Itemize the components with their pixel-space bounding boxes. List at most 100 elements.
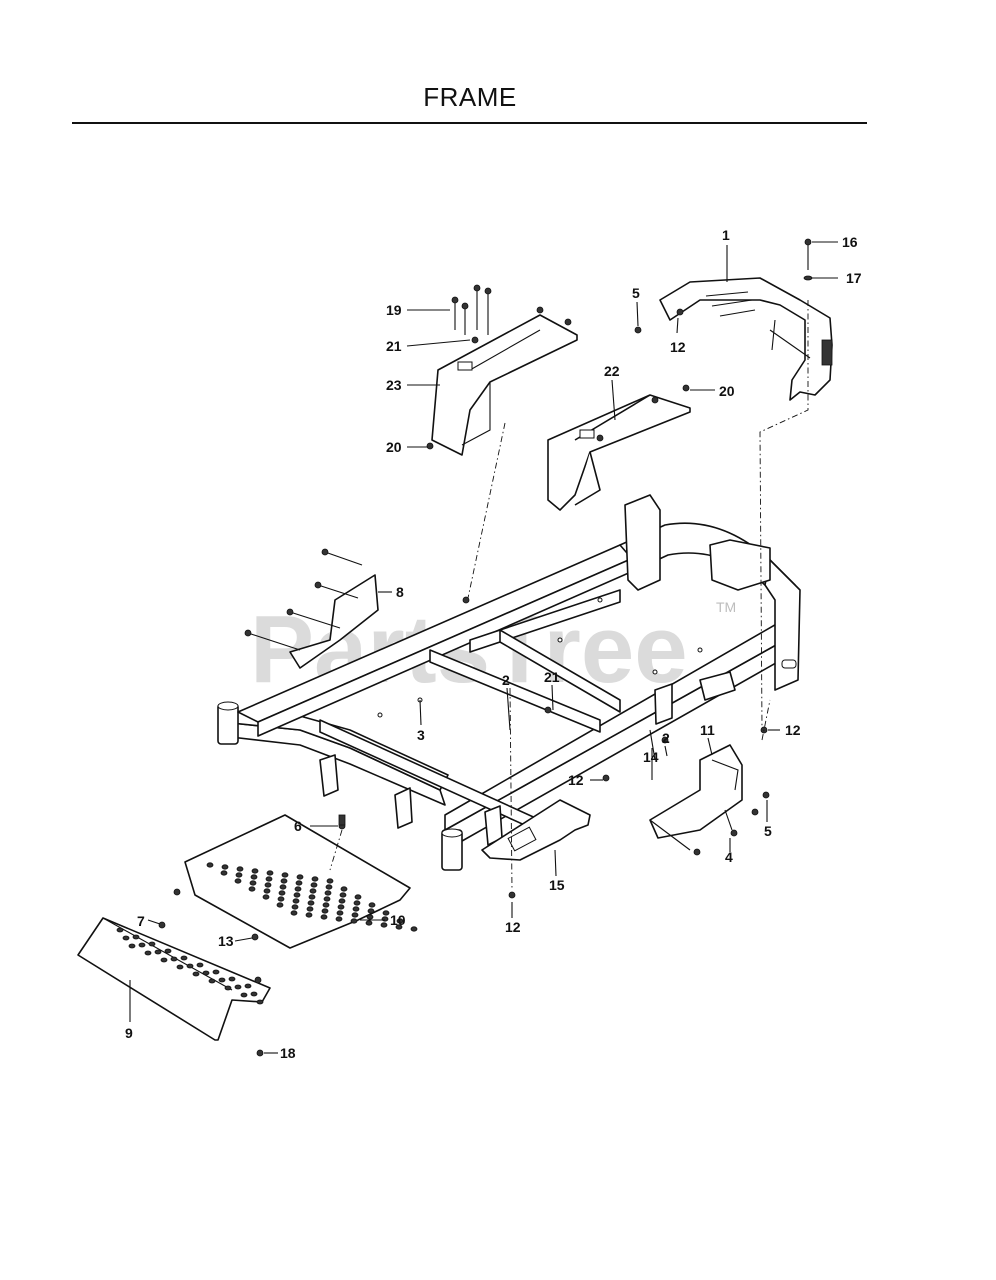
perforation-hole — [235, 872, 243, 878]
perforation-hole — [264, 882, 272, 888]
perforation-hole — [309, 888, 317, 894]
perforation-hole — [326, 878, 334, 884]
perforation-hole — [380, 922, 388, 928]
callout-7: 7 — [137, 913, 145, 929]
callout-23: 23 — [386, 377, 402, 393]
callout-22: 22 — [604, 363, 620, 379]
perforation-hole — [262, 894, 270, 900]
main-frame — [217, 494, 801, 871]
perforation-hole — [340, 886, 348, 892]
perforation-hole — [339, 892, 347, 898]
callout-20a: 20 — [386, 439, 402, 455]
perforation-hole — [196, 962, 204, 968]
title-rule — [72, 122, 867, 124]
perforation-hole — [365, 920, 373, 926]
perforation-hole — [180, 955, 188, 961]
perforation-hole — [310, 882, 318, 888]
callout-2b: 2 — [662, 730, 670, 746]
callout-12b: 12 — [785, 722, 801, 738]
perforation-hole — [192, 971, 200, 977]
callout-3: 3 — [417, 727, 425, 743]
perforation-hole — [336, 910, 344, 916]
perforation-hole — [251, 868, 259, 874]
perforation-hole — [325, 884, 333, 890]
perforation-hole — [176, 964, 184, 970]
perforation-hole — [160, 957, 168, 963]
perforation-hole — [279, 884, 287, 890]
perforation-hole — [337, 904, 345, 910]
perforation-hole — [350, 918, 358, 924]
callout-12c: 12 — [568, 772, 584, 788]
perforation-hole — [293, 892, 301, 898]
perforation-hole — [306, 906, 314, 912]
perforation-hole — [250, 991, 258, 997]
perforation-hole — [307, 900, 315, 906]
perforation-hole — [410, 926, 418, 932]
callout-4: 4 — [725, 849, 733, 865]
callout-12a: 12 — [670, 339, 686, 355]
perforation-hole — [323, 896, 331, 902]
perforation-hole — [366, 914, 374, 920]
perforation-hole — [295, 880, 303, 886]
perforation-hole — [170, 956, 178, 962]
perforation-hole — [186, 963, 194, 969]
perforation-hole — [221, 864, 229, 870]
part-8-side-plate — [244, 548, 379, 669]
perforation-hole — [277, 896, 285, 902]
bolt-16-washer-17 — [803, 238, 813, 281]
perforation-hole — [256, 999, 264, 1005]
callout-21a: 21 — [386, 338, 402, 354]
perforation-hole — [335, 916, 343, 922]
perforation-hole — [294, 886, 302, 892]
perforation-hole — [202, 970, 210, 976]
perforation-hole — [265, 876, 273, 882]
perforation-hole — [212, 969, 220, 975]
perforation-hole — [281, 872, 289, 878]
perforation-hole — [208, 978, 216, 984]
perforation-hole — [138, 942, 146, 948]
perforation-hole — [354, 894, 362, 900]
callout-labels: 1 2 2 3 4 5 5 6 7 8 9 10 11 12 12 12 12 … — [125, 227, 862, 1061]
alignment-lines — [329, 300, 809, 891]
perforation-hole — [132, 934, 140, 940]
callout-19: 19 — [386, 302, 402, 318]
callout-8: 8 — [396, 584, 404, 600]
perforation-hole — [352, 906, 360, 912]
perforation-hole — [234, 878, 242, 884]
perforation-hole — [324, 890, 332, 896]
page-title: FRAME — [423, 82, 517, 112]
perforation-hole — [263, 888, 271, 894]
callout-16: 16 — [842, 234, 858, 250]
callout-6: 6 — [294, 818, 302, 834]
perforation-hole — [249, 880, 257, 886]
callout-5b: 5 — [764, 823, 772, 839]
perforation-hole — [322, 902, 330, 908]
perforation-hole — [248, 886, 256, 892]
callout-10: 10 — [390, 912, 406, 928]
perforation-hole — [351, 912, 359, 918]
perforation-hole — [278, 890, 286, 896]
callout-15: 15 — [549, 877, 565, 893]
callout-9: 9 — [125, 1025, 133, 1041]
callout-14: 14 — [643, 749, 659, 765]
perforation-hole — [224, 985, 232, 991]
perforation-hole — [368, 902, 376, 908]
callout-2a: 2 — [502, 672, 510, 688]
perforation-hole — [308, 894, 316, 900]
perforation-hole — [154, 949, 162, 955]
perforation-hole — [367, 908, 375, 914]
part-22-bracket — [547, 394, 691, 511]
callout-1: 1 — [722, 227, 730, 243]
perforation-hole — [148, 941, 156, 947]
perforation-hole — [290, 910, 298, 916]
perforation-hole — [218, 977, 226, 983]
perforation-hole — [220, 870, 228, 876]
hardware — [256, 308, 768, 1057]
part-10-floor-plate — [184, 814, 418, 949]
perforation-hole — [382, 910, 390, 916]
perforation-hole — [280, 878, 288, 884]
perforation-hole — [244, 983, 252, 989]
perforation-hole — [305, 912, 313, 918]
perforation-hole — [234, 984, 242, 990]
